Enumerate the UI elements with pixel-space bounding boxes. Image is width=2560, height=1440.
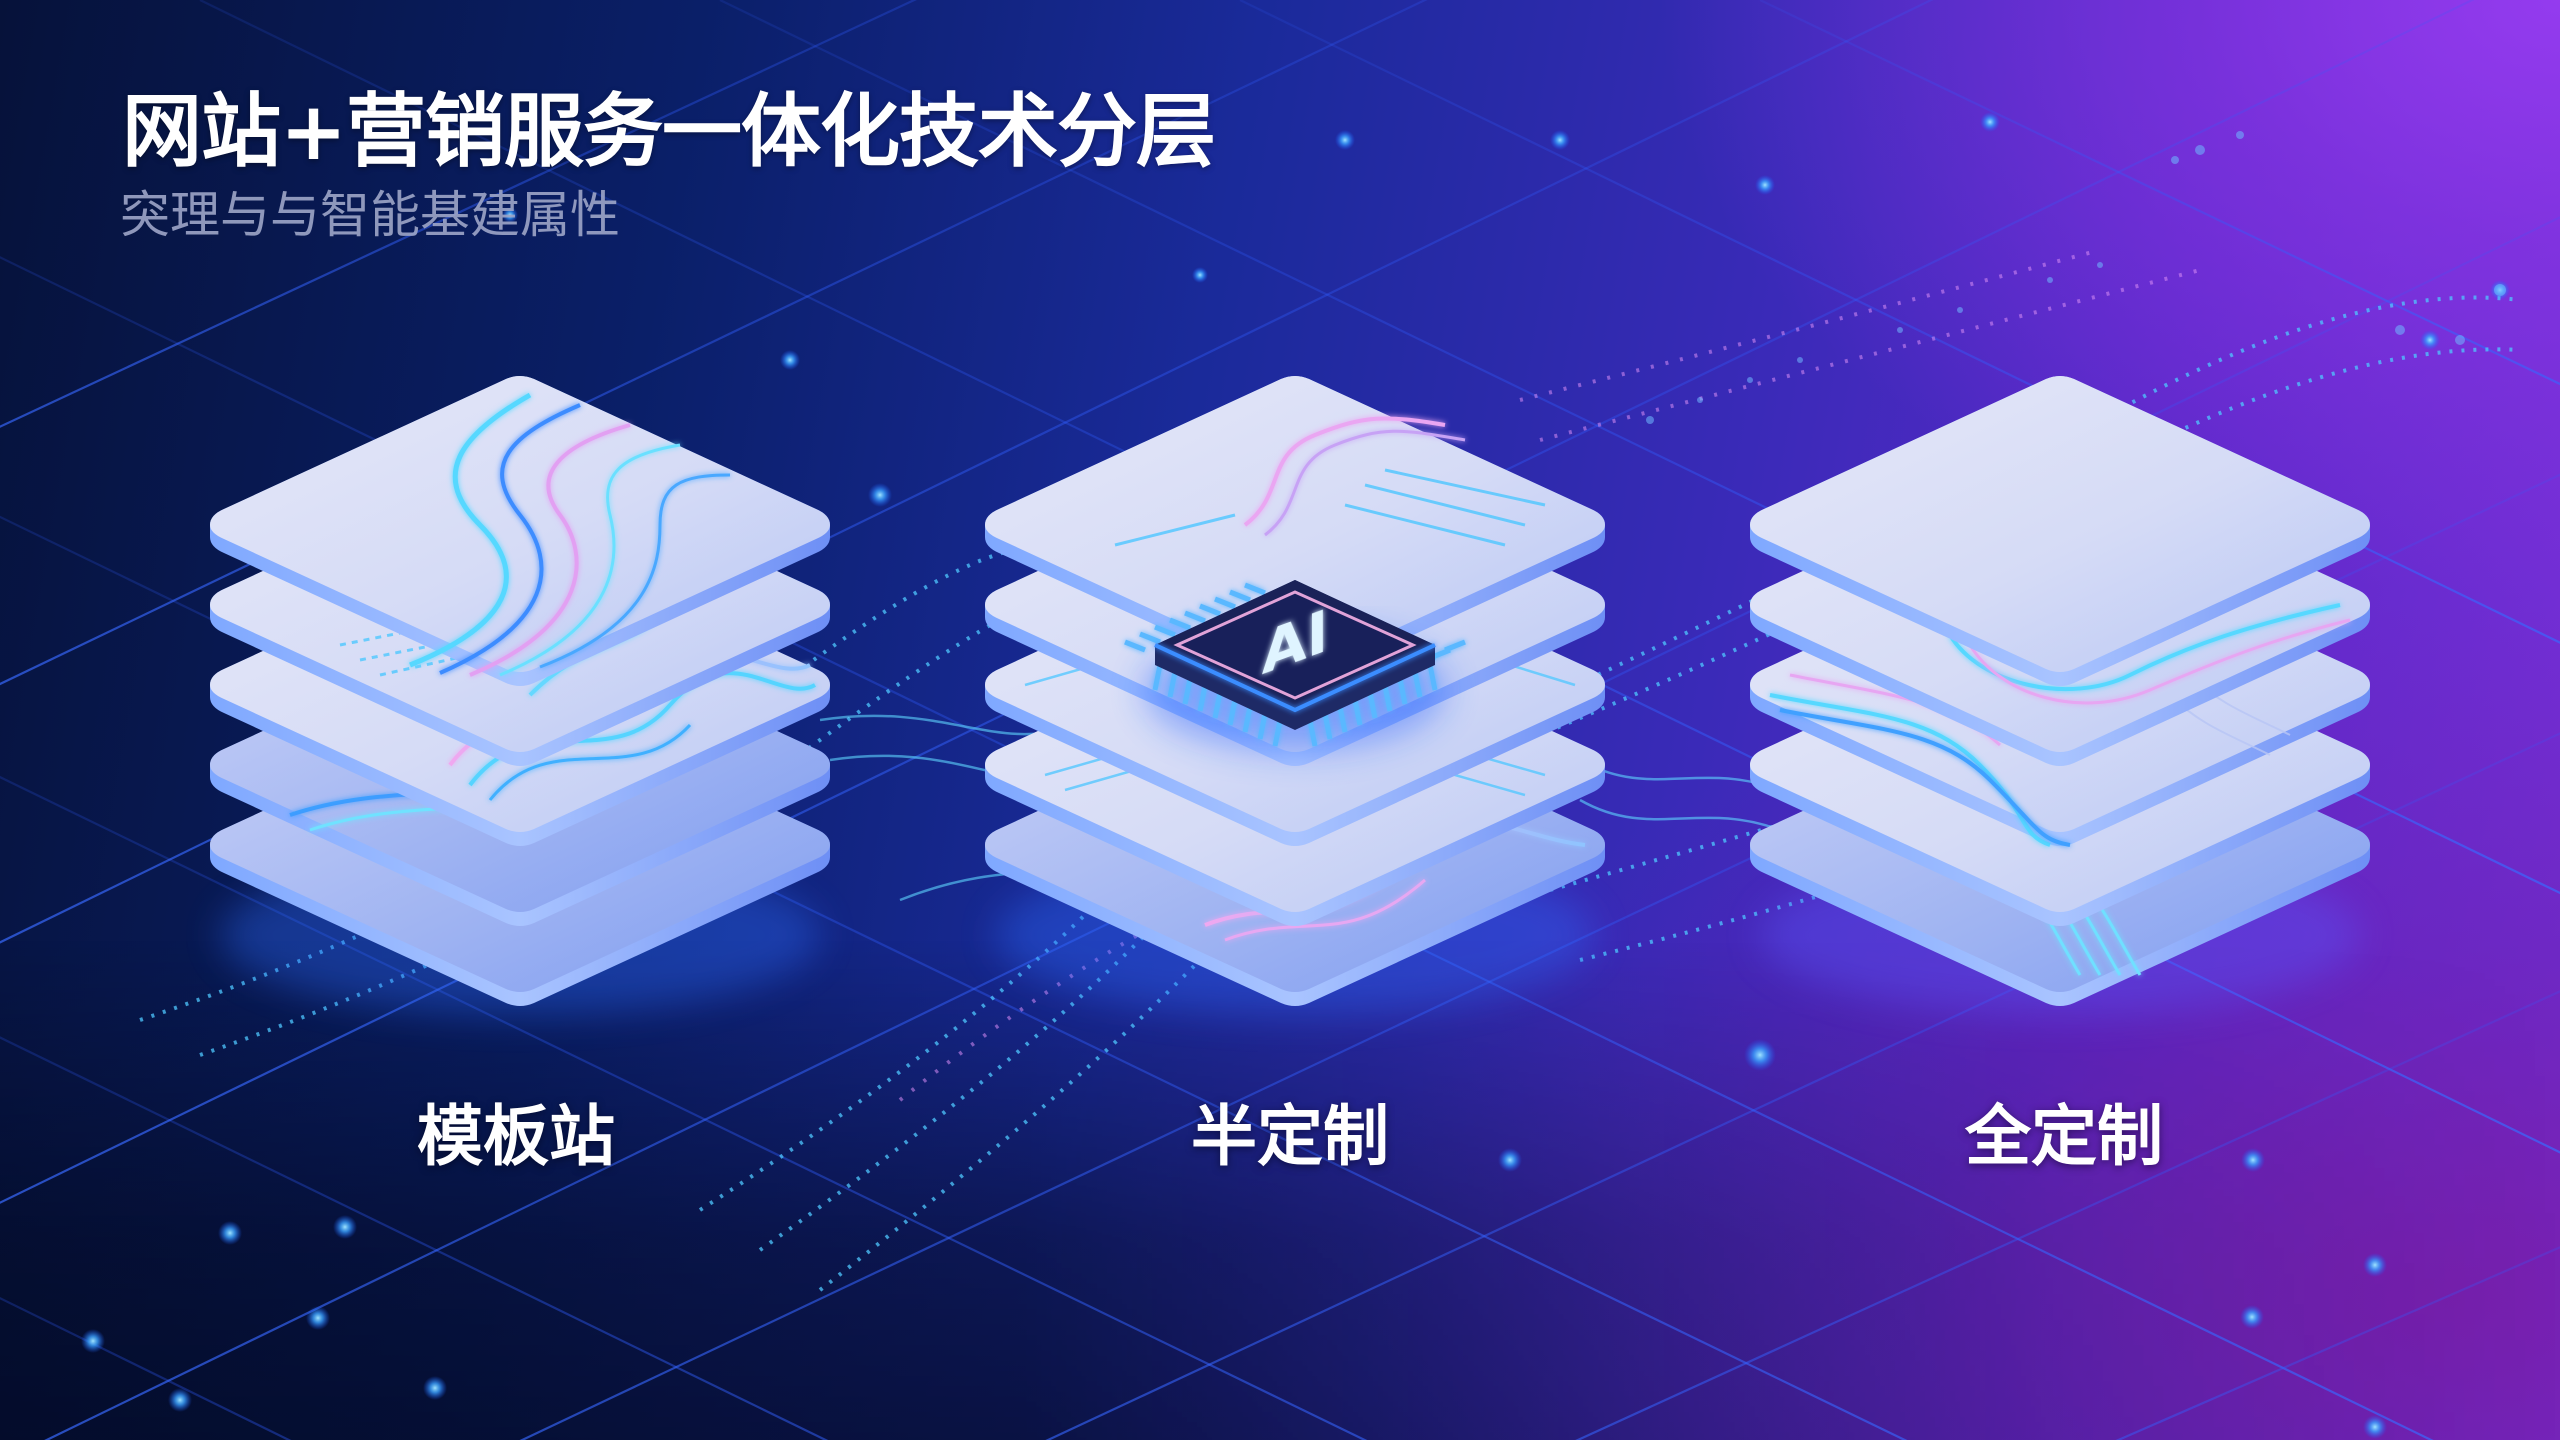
background-vignette — [0, 940, 2560, 1440]
stack-template-site — [210, 375, 830, 1015]
tier-label-full-custom: 全定制 — [1965, 1098, 2163, 1175]
layer-plate — [1750, 456, 2370, 766]
stack-full-custom — [1750, 375, 2370, 1015]
layer-plate-top — [210, 376, 830, 686]
slide-title: 网站+营销服务一体化技术分层 — [122, 85, 1216, 178]
tier-label-semi-custom: 半定制 — [1191, 1098, 1389, 1175]
ai-chip-icon: AI — [1124, 580, 1466, 750]
slide-subtitle: 突理与与智能基建属性 — [120, 186, 620, 244]
tier-label-template-site: 模板站 — [417, 1098, 615, 1175]
layer-plate-top — [985, 376, 1605, 686]
stack-semi-custom: AI — [985, 375, 1605, 1015]
